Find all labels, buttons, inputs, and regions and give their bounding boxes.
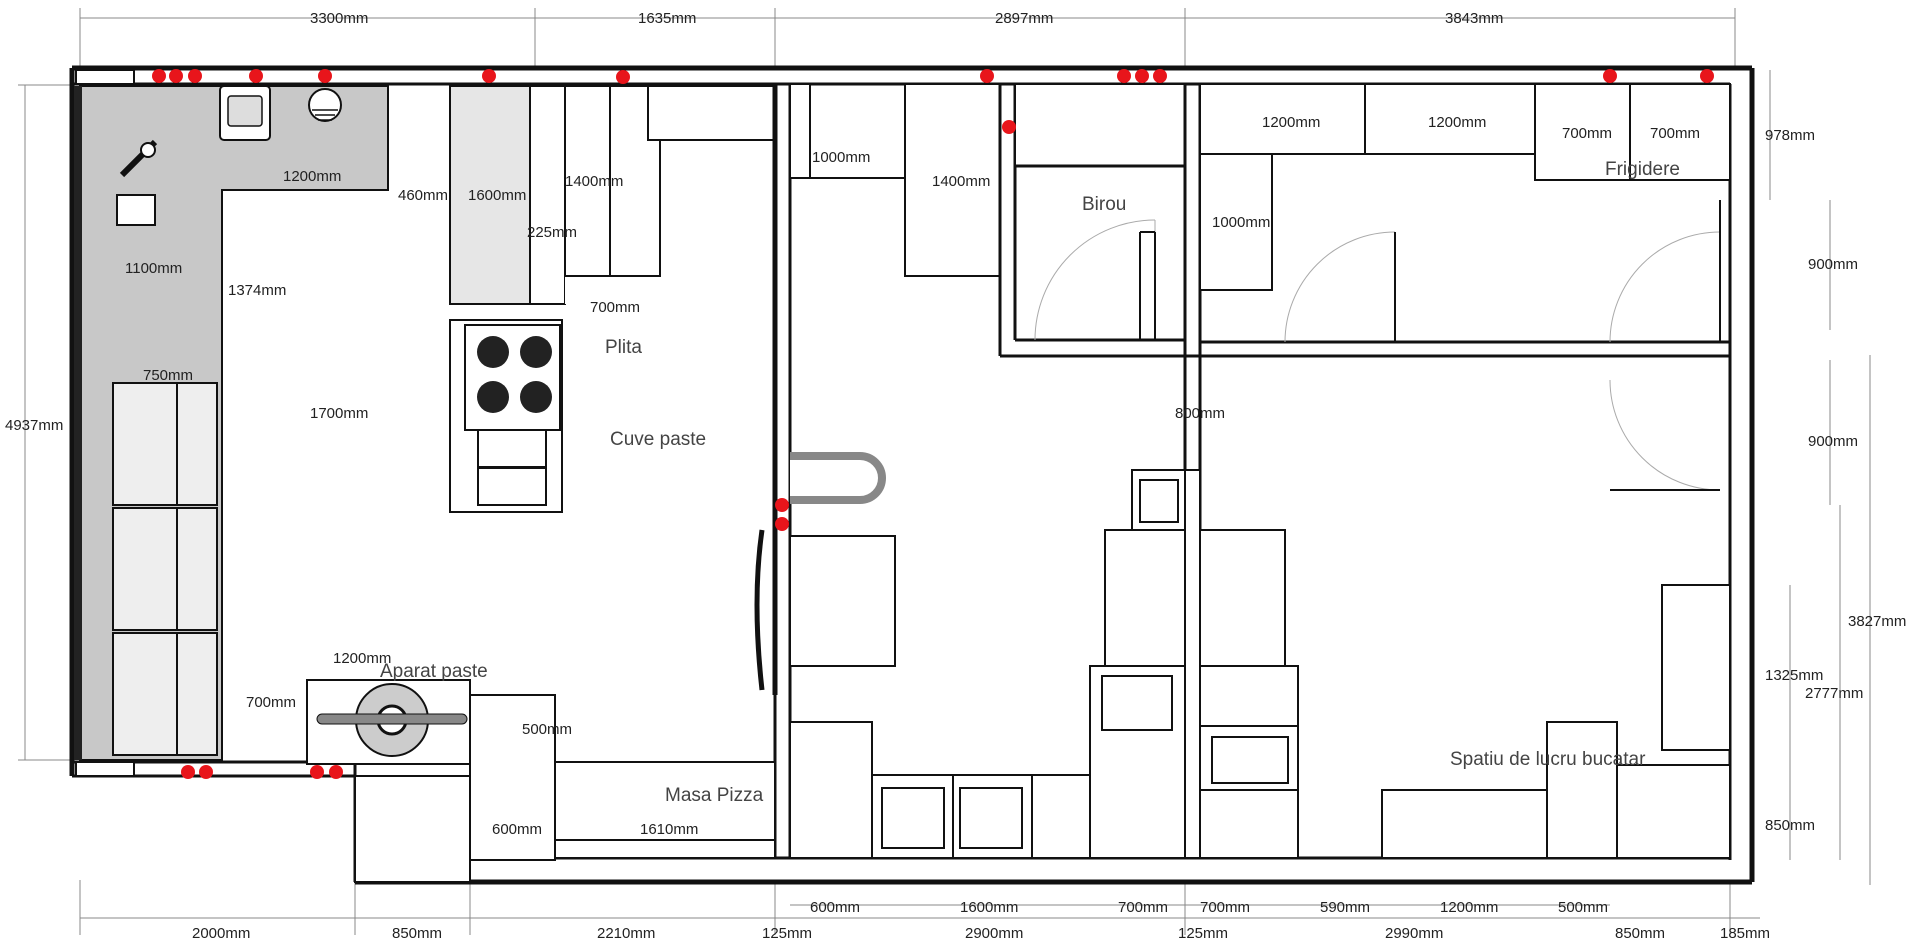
dim-inner-1: 600mm <box>810 899 860 916</box>
dim-600: 600mm <box>492 821 542 838</box>
dim-inner-4: 700mm <box>1200 899 1250 916</box>
label-aparat-paste: Aparat paste <box>380 661 488 682</box>
dim-bottom-8: 850mm <box>1615 925 1665 942</box>
wall-strip <box>74 86 82 760</box>
dim-700b: 700mm <box>1562 125 1612 142</box>
dim-bottom-6: 125mm <box>1178 925 1228 942</box>
dim-top-4: 3843mm <box>1445 10 1503 27</box>
dim-inner-2: 1600mm <box>960 899 1018 916</box>
dim-inner-5: 590mm <box>1320 899 1370 916</box>
marker-points <box>152 69 1714 779</box>
dim-inner-6: 1200mm <box>1440 899 1498 916</box>
dim-1374: 1374mm <box>228 282 286 299</box>
dim-225: 225mm <box>527 224 577 241</box>
seating <box>112 382 218 756</box>
dim-right-7: 850mm <box>1765 817 1815 834</box>
dim-700a: 700mm <box>590 299 640 316</box>
tap-icon <box>119 139 158 178</box>
dim-1610: 1610mm <box>640 821 698 838</box>
dim-bottom-5: 2900mm <box>965 925 1023 942</box>
dim-right-3: 900mm <box>1808 433 1858 450</box>
dim-right-2: 900mm <box>1808 256 1858 273</box>
dim-inner-7: 500mm <box>1558 899 1608 916</box>
dim-bottom-1: 2000mm <box>192 925 250 942</box>
dim-1400b: 1400mm <box>932 173 990 190</box>
dim-700c: 700mm <box>1650 125 1700 142</box>
dim-bottom-4: 125mm <box>762 925 812 942</box>
dim-1200b: 1200mm <box>1262 114 1320 131</box>
dim-bottom-7: 2990mm <box>1385 925 1443 942</box>
dim-bottom-2: 850mm <box>392 925 442 942</box>
dim-inner-3: 700mm <box>1118 899 1168 916</box>
kitchen-counters <box>449 85 775 513</box>
dim-500: 500mm <box>522 721 572 738</box>
dim-1400a: 1400mm <box>565 173 623 190</box>
dim-top-3: 2897mm <box>995 10 1053 27</box>
dim-right-4: 3827mm <box>1848 613 1906 630</box>
dim-right-5: 1325mm <box>1765 667 1823 684</box>
lamp-icon <box>308 88 342 122</box>
label-frigidere: Frigidere <box>1605 159 1680 180</box>
dim-800: 800mm <box>1175 405 1225 422</box>
label-birou: Birou <box>1082 194 1126 215</box>
pasta-machine-table <box>306 679 776 883</box>
dim-1700: 1700mm <box>310 405 368 422</box>
dimension-lines <box>18 8 1871 935</box>
dim-700d: 700mm <box>246 694 296 711</box>
dim-right-6: 2777mm <box>1805 685 1863 702</box>
sink-icon <box>219 85 271 141</box>
label-spatiu-lucru: Spatiu de lucru bucatar <box>1450 749 1646 770</box>
dim-left-total: 4937mm <box>5 417 63 434</box>
label-cuve-paste: Cuve paste <box>610 429 706 450</box>
dim-1600: 1600mm <box>468 187 526 204</box>
dim-1200d: 1200mm <box>333 650 391 667</box>
dim-1000b: 1000mm <box>1212 214 1270 231</box>
dim-1000a: 1000mm <box>812 149 870 166</box>
dim-bottom-3: 2210mm <box>597 925 655 942</box>
dim-1100: 1100mm <box>125 260 182 277</box>
dim-top-1: 3300mm <box>310 10 368 27</box>
dim-bottom-9: 185mm <box>1720 925 1770 942</box>
label-masa-pizza: Masa Pizza <box>665 785 764 806</box>
dim-top-2: 1635mm <box>638 10 696 27</box>
work-area <box>754 452 1731 859</box>
small-box <box>116 194 156 226</box>
dim-750: 750mm <box>143 367 193 384</box>
dim-1200a: 1200mm <box>283 168 341 185</box>
label-plita: Plita <box>605 337 642 358</box>
dim-1200c: 1200mm <box>1428 114 1486 131</box>
dim-460: 460mm <box>398 187 448 204</box>
dim-right-1: 978mm <box>1765 127 1815 144</box>
